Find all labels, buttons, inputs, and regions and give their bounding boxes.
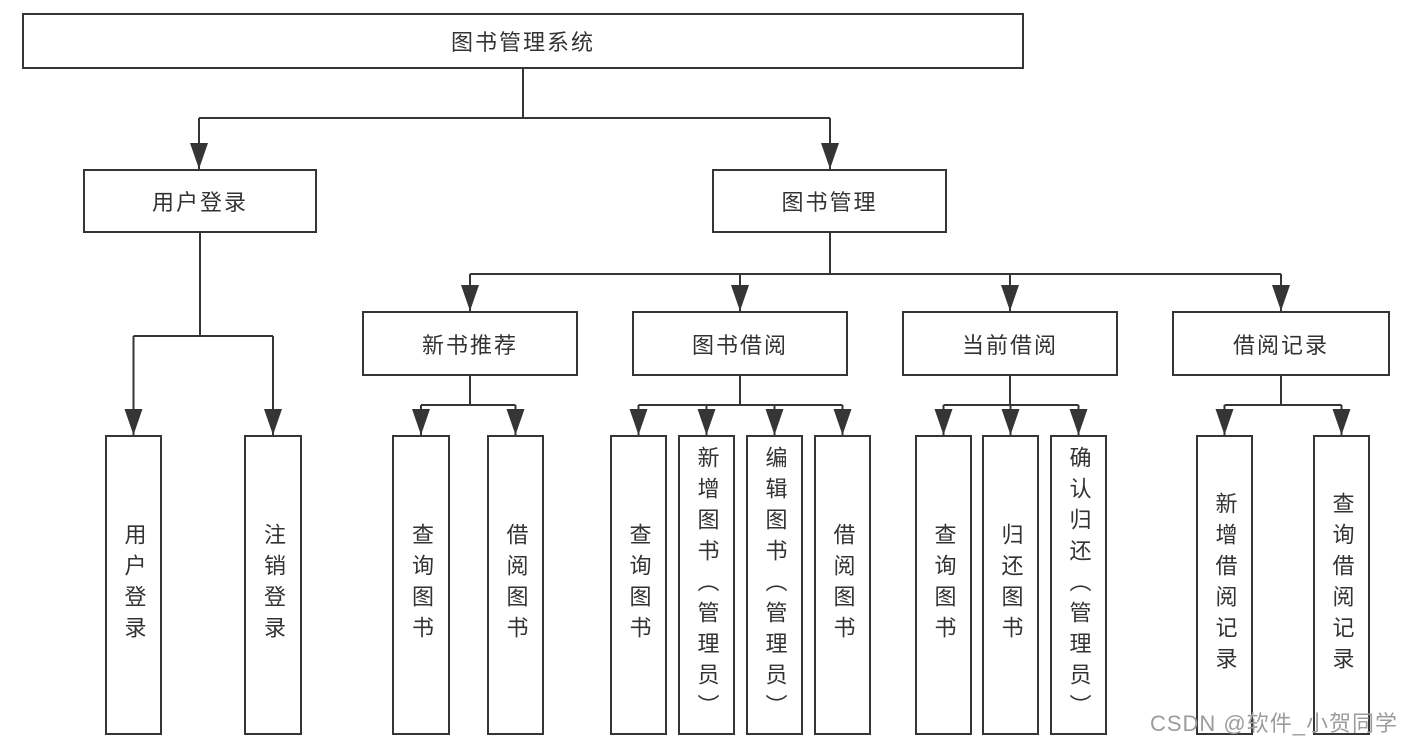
node-current-borrow: 当前借阅 [902, 311, 1118, 376]
edge-borrow-records-children [1215, 376, 1351, 435]
node-book-borrow: 图书借阅 [632, 311, 848, 376]
node-nb-query-books: 查询图书 [392, 435, 450, 735]
watermark: CSDN @软件_小贺同学 [1149, 711, 1398, 736]
edge-new-book-recommend-children [412, 376, 525, 435]
node-cb-return-books: 归还图书 [982, 435, 1039, 735]
edge-current-borrow-children [934, 376, 1088, 435]
node-nb-borrow-books: 借阅图书 [487, 435, 544, 735]
node-bb-query-books: 查询图书 [610, 435, 667, 735]
edge-book-management-children [461, 233, 1290, 311]
node-login: 用户登录 [105, 435, 162, 735]
node-cb-query-books: 查询图书 [915, 435, 972, 735]
node-br-add-record: 新增借阅记录 [1196, 435, 1253, 735]
node-bb-edit-books-admin: 编辑图书（管理员） [746, 435, 803, 735]
node-bb-borrow-books: 借阅图书 [814, 435, 871, 735]
node-br-query-record: 查询借阅记录 [1313, 435, 1370, 735]
node-logout: 注销登录 [244, 435, 302, 735]
edge-root-to-level2 [190, 69, 839, 169]
node-root: 图书管理系统 [22, 13, 1024, 69]
edge-user-login-children [124, 233, 282, 435]
node-cb-confirm-return-admin: 确认归还（管理员） [1050, 435, 1107, 735]
node-borrow-records: 借阅记录 [1172, 311, 1390, 376]
node-user-login: 用户登录 [83, 169, 317, 233]
node-book-management: 图书管理 [712, 169, 947, 233]
node-new-book-recommend: 新书推荐 [362, 311, 578, 376]
edge-book-borrow-children [629, 376, 852, 435]
node-bb-add-books-admin: 新增图书（管理员） [678, 435, 735, 735]
